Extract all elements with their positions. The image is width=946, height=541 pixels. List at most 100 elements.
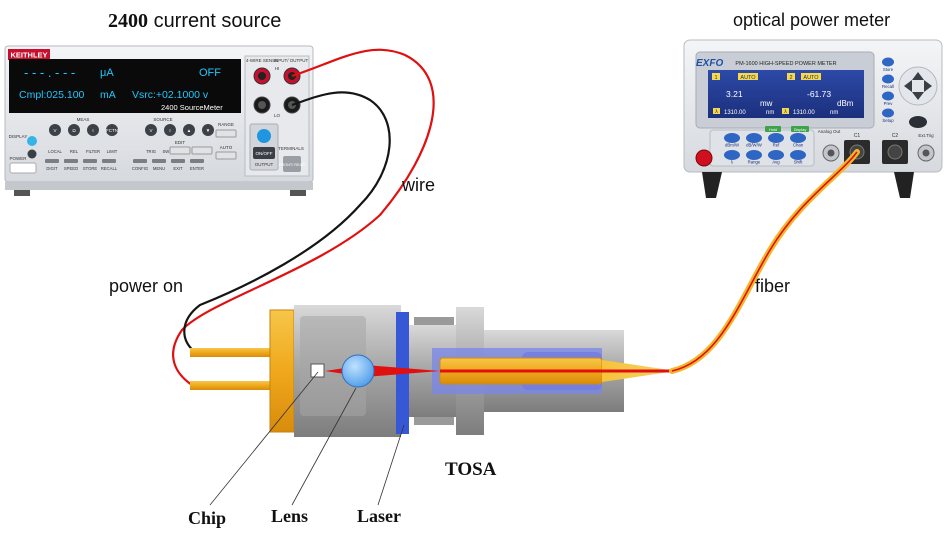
keithley-small-key[interactable] <box>133 159 147 163</box>
exfo-foot-right <box>894 172 914 198</box>
exfo-function-button[interactable] <box>768 133 784 143</box>
ch2-auto: AUTO <box>803 75 819 81</box>
enter-button[interactable] <box>909 116 927 128</box>
exfo-side-button[interactable] <box>882 74 894 84</box>
ch1-wavelength: 1310.00 <box>724 110 746 116</box>
exfo-button-label: dBm/W <box>725 143 740 148</box>
chip-leader-line <box>209 371 319 506</box>
exfo-function-button[interactable] <box>746 150 762 160</box>
meter-title: optical power meter <box>733 10 891 30</box>
ch2-wl-symbol: λ <box>784 109 787 115</box>
ch2-unit: dBm <box>837 99 854 108</box>
exfo-foot-left <box>702 172 722 198</box>
ch1-tag <box>712 73 720 80</box>
exfo-side-label: Setup <box>882 118 894 123</box>
front-rear-button[interactable] <box>283 156 301 172</box>
exfo-button-label: Range <box>748 160 761 165</box>
keithley-key[interactable] <box>164 124 176 136</box>
hold-badge <box>765 126 781 132</box>
exfo-function-button[interactable] <box>790 133 806 143</box>
ch2-wavelength: 1310.00 <box>793 110 815 116</box>
keithley-key-label: DIGIT <box>46 166 58 171</box>
exfo-side-button[interactable] <box>882 91 894 101</box>
exfo-side-button[interactable] <box>882 108 894 118</box>
exfo-function-button[interactable] <box>768 150 784 160</box>
range-up-button[interactable] <box>215 129 237 138</box>
keithley-foot-left <box>14 190 30 196</box>
wire-label: wire <box>402 175 436 195</box>
ch2-value: -61.73 <box>807 89 831 99</box>
keithley-brand-badge <box>8 49 50 60</box>
keithley-key[interactable] <box>68 124 80 136</box>
arrow-down-icon[interactable] <box>912 92 924 100</box>
exfo-button-label: Shift <box>794 160 803 165</box>
keithley-display <box>9 59 241 113</box>
ch1-wl-unit: nm <box>766 110 774 116</box>
keithley-key[interactable] <box>49 124 61 136</box>
analog-out-label: Analog Out <box>818 129 841 134</box>
keithley-key-label: RECALL <box>101 166 118 171</box>
keithley-small-key[interactable] <box>171 159 185 163</box>
keithley-small-key[interactable] <box>190 159 204 163</box>
exfo-brand: EXFO <box>696 58 723 69</box>
keithley-key[interactable] <box>145 124 157 136</box>
exfo-power-button[interactable] <box>695 149 713 167</box>
auto-label: AUTO <box>220 145 233 150</box>
keithley-small-key[interactable] <box>64 159 78 163</box>
keithley-key-label: TRIG <box>146 149 156 154</box>
tosa-header-flange <box>269 309 295 433</box>
power-on-label: power on <box>109 276 184 296</box>
source-title-text: current source <box>153 10 282 32</box>
keithley-key[interactable] <box>183 124 195 136</box>
ch1-auto-tag <box>738 73 758 80</box>
arrow-up-icon[interactable] <box>912 72 924 80</box>
laser-leader-line <box>377 424 405 506</box>
fiber-jacket <box>669 149 860 374</box>
exfo-function-button[interactable] <box>790 150 806 160</box>
keithley-key-label: Ω <box>72 128 76 133</box>
exfo-function-button[interactable] <box>746 133 762 143</box>
keithley-key-label: LIMIT <box>107 149 118 154</box>
keithley-key[interactable] <box>202 124 214 136</box>
keithley-small-key[interactable] <box>45 159 59 163</box>
display-toggle-button[interactable] <box>27 136 37 146</box>
keithley-compliance: Cmpl:025.100 <box>19 89 85 101</box>
keithley-output-status: OFF <box>199 67 221 79</box>
keithley-small-key[interactable] <box>152 159 166 163</box>
keithley-small-key[interactable] <box>83 159 97 163</box>
keithley-sense-label: 4-WIRE SENSE <box>246 58 278 63</box>
keithley-key-label: V <box>149 128 152 133</box>
edit-right-button[interactable] <box>191 146 213 155</box>
keithley-small-key[interactable] <box>102 159 116 163</box>
arrow-left-icon[interactable] <box>904 80 912 92</box>
tosa-pin-bottom <box>190 381 286 390</box>
keithley-brand: KEITHLEY <box>10 51 47 60</box>
range-down-button[interactable] <box>215 151 237 160</box>
ext-trig-label: Ext.Trig <box>918 133 934 138</box>
keithley-key[interactable] <box>87 124 99 136</box>
output-indicator <box>257 129 271 143</box>
hi-label: HI <box>275 66 280 71</box>
output-label: OUTPUT <box>255 162 274 167</box>
ch1-value: 3.21 <box>726 89 743 99</box>
ch1-unit: mw <box>760 99 773 108</box>
power-switch[interactable] <box>9 162 37 174</box>
red-wire <box>172 48 435 386</box>
output-onoff-button[interactable] <box>253 147 275 159</box>
keithley-key-label: MENU <box>153 166 165 171</box>
keithley-key-label: STORE <box>83 166 98 171</box>
edit-left-button[interactable] <box>169 146 191 155</box>
ch2-tag <box>787 73 795 80</box>
display-button-2[interactable] <box>27 149 37 159</box>
keithley-key[interactable] <box>106 124 118 136</box>
edit-label: EDIT <box>175 140 186 145</box>
arrow-right-icon[interactable] <box>924 80 932 92</box>
exfo-function-button[interactable] <box>724 150 740 160</box>
front-rear-label: FRONT/ REAR <box>279 163 305 167</box>
exfo-side-button[interactable] <box>882 57 894 67</box>
exfo-function-button[interactable] <box>724 133 740 143</box>
